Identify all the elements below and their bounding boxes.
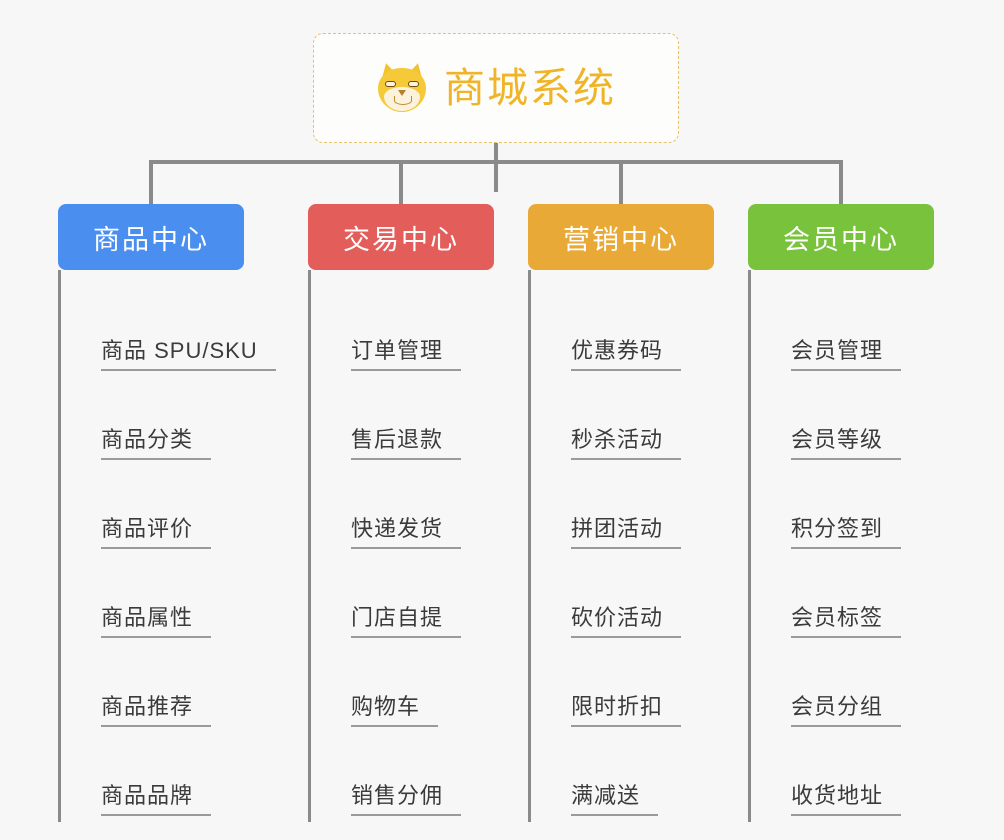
connector-bus xyxy=(149,160,843,164)
leaf-label: 商品 SPU/SKU xyxy=(101,338,276,371)
leaf-item[interactable]: 订单管理 xyxy=(311,288,494,377)
category-label: 营销中心 xyxy=(563,224,679,255)
leaf-label: 限时折扣 xyxy=(571,694,682,727)
connector-drop-4 xyxy=(839,160,843,208)
leaf-item[interactable]: 限时折扣 xyxy=(531,644,714,733)
category-header-member[interactable]: 会员中心 xyxy=(748,204,934,270)
leaf-label: 秒杀活动 xyxy=(571,427,682,460)
connector-drop-1 xyxy=(149,160,153,208)
leaf-item[interactable]: 商品评价 xyxy=(61,466,244,555)
leaf-label: 商品品牌 xyxy=(101,783,212,816)
leaf-list-member: 会员管理 会员等级 积分签到 会员标签 会员分组 收货地址 xyxy=(748,270,934,822)
leaf-label: 商品推荐 xyxy=(101,694,212,727)
leaf-item[interactable]: 砍价活动 xyxy=(531,555,714,644)
leaf-label: 会员分组 xyxy=(791,694,902,727)
leaf-item[interactable]: 会员等级 xyxy=(751,377,934,466)
leaf-item[interactable]: 购物车 xyxy=(311,644,494,733)
leaf-item[interactable]: 销售分佣 xyxy=(311,733,494,822)
category-header-marketing[interactable]: 营销中心 xyxy=(528,204,714,270)
leaf-list-trade: 订单管理 售后退款 快递发货 门店自提 购物车 销售分佣 xyxy=(308,270,494,822)
leaf-label: 订单管理 xyxy=(351,338,462,371)
category-header-product[interactable]: 商品中心 xyxy=(58,204,244,270)
category-column-marketing: 营销中心 优惠券码 秒杀活动 拼团活动 砍价活动 限时折扣 满减送 xyxy=(528,204,714,822)
leaf-label: 售后退款 xyxy=(351,427,462,460)
leaf-label: 商品评价 xyxy=(101,516,212,549)
category-column-product: 商品中心 商品 SPU/SKU 商品分类 商品评价 商品属性 商品推荐 商品品牌 xyxy=(58,204,276,822)
leaf-item[interactable]: 商品品牌 xyxy=(61,733,244,822)
leaf-label: 商品属性 xyxy=(101,605,212,638)
connector-drop-3 xyxy=(619,160,623,208)
leaf-label: 会员等级 xyxy=(791,427,902,460)
leaf-list-marketing: 优惠券码 秒杀活动 拼团活动 砍价活动 限时折扣 满减送 xyxy=(528,270,714,822)
category-header-trade[interactable]: 交易中心 xyxy=(308,204,494,270)
leaf-label: 会员管理 xyxy=(791,338,902,371)
leaf-item[interactable]: 满减送 xyxy=(531,733,714,822)
connector-drop-2 xyxy=(399,160,403,208)
root-node[interactable]: 商城系统 xyxy=(313,33,679,143)
leaf-item[interactable]: 优惠券码 xyxy=(531,288,714,377)
leaf-list-product: 商品 SPU/SKU 商品分类 商品评价 商品属性 商品推荐 商品品牌 xyxy=(58,270,276,822)
leaf-item[interactable]: 会员标签 xyxy=(751,555,934,644)
leaf-label: 砍价活动 xyxy=(571,605,682,638)
leaf-label: 优惠券码 xyxy=(571,338,682,371)
category-label: 会员中心 xyxy=(783,224,899,255)
leaf-item[interactable]: 快递发货 xyxy=(311,466,494,555)
leaf-item[interactable]: 商品推荐 xyxy=(61,644,244,733)
connector-root-stem xyxy=(494,143,498,192)
leaf-item[interactable]: 售后退款 xyxy=(311,377,494,466)
category-column-trade: 交易中心 订单管理 售后退款 快递发货 门店自提 购物车 销售分佣 xyxy=(308,204,494,822)
leaf-label: 拼团活动 xyxy=(571,516,682,549)
leaf-item[interactable]: 拼团活动 xyxy=(531,466,714,555)
leaf-label: 积分签到 xyxy=(791,516,902,549)
leaf-label: 商品分类 xyxy=(101,427,212,460)
category-label: 交易中心 xyxy=(343,224,459,255)
leaf-label: 收货地址 xyxy=(791,783,902,816)
leaf-item[interactable]: 积分签到 xyxy=(751,466,934,555)
category-label: 商品中心 xyxy=(93,224,209,255)
leaf-item[interactable]: 秒杀活动 xyxy=(531,377,714,466)
leaf-label: 门店自提 xyxy=(351,605,462,638)
leaf-label: 会员标签 xyxy=(791,605,902,638)
shiba-dog-icon xyxy=(376,61,428,114)
leaf-item[interactable]: 会员分组 xyxy=(751,644,934,733)
leaf-item[interactable]: 商品分类 xyxy=(61,377,244,466)
leaf-item[interactable]: 会员管理 xyxy=(751,288,934,377)
root-title: 商城系统 xyxy=(444,64,616,111)
leaf-item[interactable]: 商品属性 xyxy=(61,555,244,644)
category-column-member: 会员中心 会员管理 会员等级 积分签到 会员标签 会员分组 收货地址 xyxy=(748,204,934,822)
leaf-label: 满减送 xyxy=(571,783,659,816)
leaf-item[interactable]: 门店自提 xyxy=(311,555,494,644)
leaf-item[interactable]: 商品 SPU/SKU xyxy=(61,288,276,377)
leaf-item[interactable]: 收货地址 xyxy=(751,733,934,822)
leaf-label: 快递发货 xyxy=(351,516,462,549)
leaf-label: 购物车 xyxy=(351,694,439,727)
leaf-label: 销售分佣 xyxy=(351,783,462,816)
